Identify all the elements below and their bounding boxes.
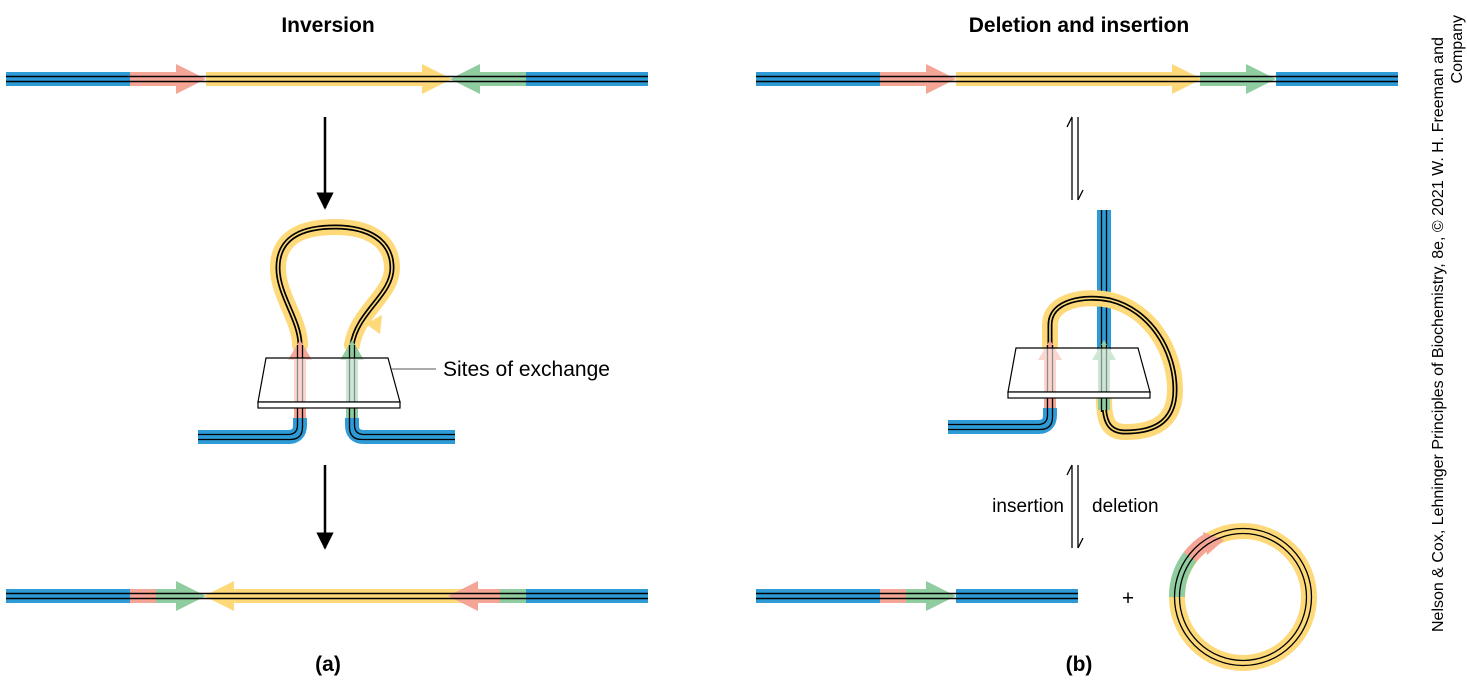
circular-excised-dna	[1168, 523, 1317, 671]
site-green-arrowhead	[1246, 64, 1276, 94]
site-green-segment	[156, 589, 178, 603]
yellow-arrowhead	[204, 581, 234, 611]
yellow-arrowhead	[1172, 64, 1202, 94]
inversion-substrate-dna	[6, 64, 648, 94]
site-red-arrowhead	[448, 581, 478, 611]
yellow-arrowhead	[422, 64, 452, 94]
plus-sign: +	[1122, 587, 1134, 610]
dna-blue-arm-left	[198, 418, 307, 444]
dna-blue-arm-left	[948, 408, 1057, 434]
site-green-arrowhead	[340, 340, 364, 360]
site-red-arrowhead	[288, 340, 312, 360]
panel-a: Inversion	[6, 14, 648, 676]
recombinase-platform	[1007, 347, 1151, 393]
insertion-label: insertion	[992, 496, 1064, 517]
site-green-segment	[1168, 552, 1197, 598]
site-green-segment	[480, 72, 526, 86]
recombinase-platform	[257, 357, 401, 403]
reversible-arrow-top	[1066, 116, 1084, 201]
inversion-synapse	[198, 218, 455, 444]
panel-b-label: (b)	[1066, 653, 1093, 676]
reversible-arrow-bottom	[1066, 464, 1084, 549]
site-green-segment	[906, 589, 928, 603]
credit-line-1: Nelson & Cox, Lehninger Principles of Bi…	[1430, 37, 1447, 632]
middle-yellow-segment	[234, 589, 476, 603]
yellow-arrowhead	[366, 315, 382, 334]
dna-blue-arm-top	[1097, 210, 1111, 350]
site-green-segment	[1200, 72, 1246, 86]
site-green-arrowhead	[176, 581, 206, 611]
site-red-arrowhead	[926, 64, 956, 94]
panel-b: Deletion and insertion	[756, 14, 1398, 676]
deletion-label: deletion	[1092, 496, 1159, 517]
middle-yellow-segment	[206, 72, 422, 86]
credit-line-2: Company	[1449, 15, 1466, 83]
panel-a-title: Inversion	[281, 14, 374, 37]
inversion-product-dna	[6, 581, 648, 611]
sites-of-exchange-label: Sites of exchange	[443, 358, 610, 381]
credit-line: Nelson & Cox, Lehninger Principles of Bi…	[1430, 15, 1466, 632]
site-green-arrowhead	[450, 64, 480, 94]
site-red-segment	[130, 589, 156, 603]
site-red-segment	[130, 72, 176, 86]
dna-blue-arm-right	[345, 418, 455, 444]
deletion-product-dna	[756, 581, 1078, 611]
panel-a-label: (a)	[315, 653, 341, 676]
site-green-arrowhead	[926, 581, 956, 611]
deletion-synapse	[948, 210, 1184, 441]
platform-edge	[1007, 391, 1151, 399]
platform-edge	[257, 401, 401, 409]
middle-yellow-segment	[956, 72, 1172, 86]
dna-blue-segment	[6, 72, 130, 86]
deletion-substrate-dna	[756, 64, 1398, 94]
site-red-segment	[880, 589, 906, 603]
dna-blue-segment	[526, 72, 648, 86]
site-red-segment	[880, 72, 926, 86]
panel-b-title: Deletion and insertion	[969, 14, 1190, 37]
site-red-arrowhead	[176, 64, 206, 94]
